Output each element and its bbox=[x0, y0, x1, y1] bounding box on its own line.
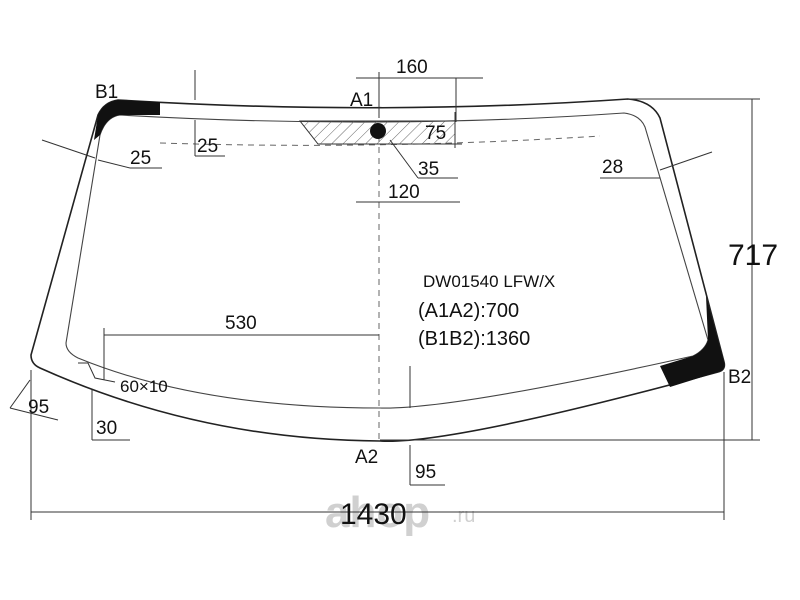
dimension-lines bbox=[9, 70, 760, 520]
band-dashed-line bbox=[159, 135, 601, 146]
black-corner-bottom-right bbox=[660, 296, 725, 387]
dim-bottom-left-step: 30 bbox=[96, 418, 117, 439]
dim-center-offset: 120 bbox=[388, 182, 420, 203]
point-b2-label: B2 bbox=[728, 367, 751, 388]
dim-vin-window: 60×10 bbox=[120, 377, 168, 396]
vin-window bbox=[78, 362, 116, 383]
point-a1-label: A1 bbox=[350, 90, 373, 111]
dim-top-width: 160 bbox=[396, 57, 428, 78]
dim-bottom-center: 95 bbox=[415, 462, 436, 483]
dim-band-side-left: 25 bbox=[130, 148, 151, 169]
dim-width: 1430 bbox=[340, 498, 407, 531]
part-code: DW01540 LFW/X bbox=[423, 272, 555, 291]
glass-outline bbox=[30, 98, 726, 443]
dim-band-right: 28 bbox=[602, 157, 623, 178]
point-a2-label: A2 bbox=[355, 447, 378, 468]
sensor-dot bbox=[370, 123, 386, 139]
dim-left-offset: 530 bbox=[225, 313, 257, 334]
black-corner-top-left bbox=[94, 100, 160, 140]
dim-bottom-left-corner: 95 bbox=[28, 397, 49, 418]
spec-b1b2: (B1B2):1360 bbox=[418, 328, 530, 350]
watermark-domain: .ru bbox=[452, 505, 475, 527]
spec-a1a2: (A1A2):700 bbox=[418, 300, 519, 322]
point-b1-label: B1 bbox=[95, 82, 118, 103]
dim-height: 717 bbox=[728, 239, 778, 272]
dim-sensor-height: 75 bbox=[425, 123, 446, 144]
dim-band-top-left: 25 bbox=[197, 136, 218, 157]
dim-sensor-offset: 35 bbox=[418, 159, 439, 180]
inner-outline bbox=[65, 112, 709, 409]
